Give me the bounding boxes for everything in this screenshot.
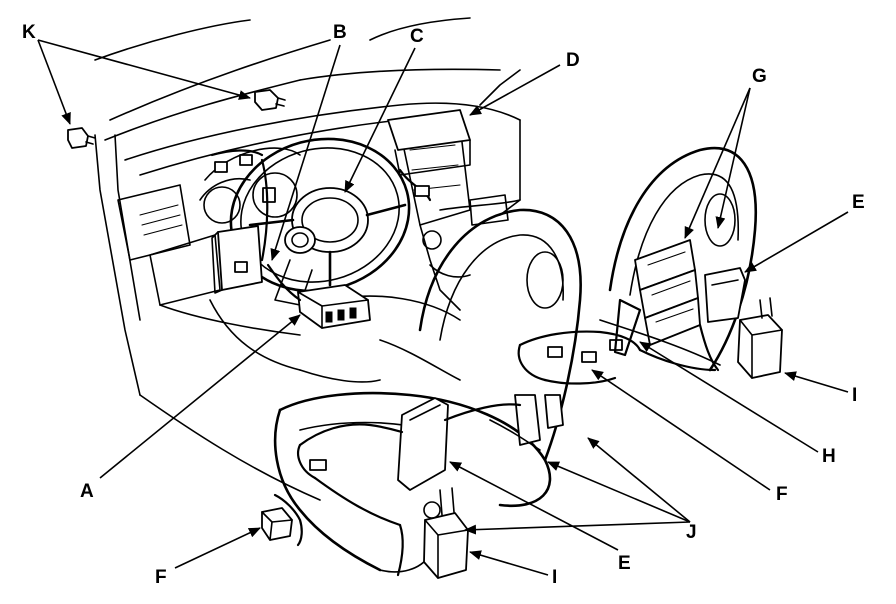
relay-connector-k-upper: [254, 89, 286, 111]
callout-j: J: [686, 522, 697, 543]
callout-labels: K B C D G E I H F J E I A F: [22, 22, 865, 588]
seat-belt-tensioner-right: [737, 297, 783, 379]
callout-k: K: [22, 22, 36, 43]
callout-c: C: [410, 26, 424, 47]
callout-d: D: [566, 50, 580, 71]
callout-leaders: [37, 39, 849, 576]
callout-i-right: I: [852, 385, 857, 406]
occupant-position-sensor-pads: [634, 239, 701, 346]
callout-e-upper: E: [852, 192, 865, 213]
callout-b: B: [333, 22, 347, 43]
seat-belt-tensioner-left: [396, 487, 469, 579]
callout-f-lower: F: [155, 567, 167, 588]
callout-h: H: [822, 446, 836, 467]
passenger-airbag-module: [387, 109, 471, 202]
callout-i-lower: I: [552, 567, 557, 588]
harness-connector-f: [261, 493, 303, 547]
callout-f-right: F: [776, 484, 788, 505]
callout-g: G: [752, 66, 767, 87]
vehicle-interior-outline: [94, 17, 521, 501]
driver-seat: [273, 208, 582, 573]
callout-a: A: [80, 481, 94, 502]
callout-e-lower: E: [618, 553, 631, 574]
srs-unit: [266, 263, 371, 329]
relay-connector-k-lower: [67, 127, 96, 149]
passenger-seat: [599, 146, 758, 372]
underdash-module: [210, 149, 269, 294]
